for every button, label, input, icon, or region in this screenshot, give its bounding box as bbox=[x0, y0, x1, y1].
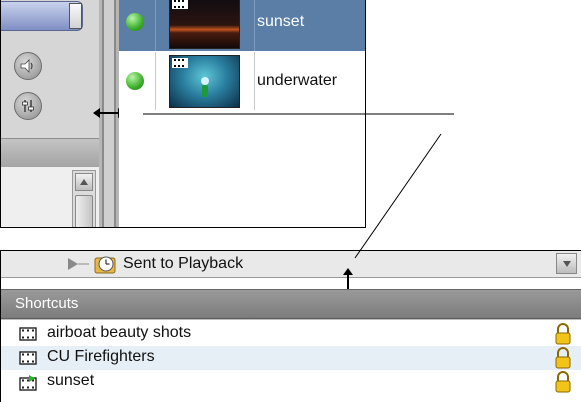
scroll-up-button[interactable] bbox=[75, 173, 93, 191]
slider-knob[interactable] bbox=[69, 3, 82, 29]
clip-row[interactable]: sunset bbox=[119, 0, 365, 51]
clip-name: sunset bbox=[257, 13, 305, 30]
clip-thumbnail bbox=[169, 0, 240, 49]
shortcut-label: CU Firefighters bbox=[47, 348, 155, 365]
speaker-icon bbox=[20, 59, 33, 73]
shortcuts-panel: Sent to Playback Shortcuts airboat beaut… bbox=[0, 250, 581, 402]
film-icon bbox=[19, 351, 37, 365]
shortcuts-list: airboat beauty shots CU Firefighters bbox=[1, 319, 581, 402]
status-online-icon bbox=[126, 13, 144, 31]
film-play-icon bbox=[19, 375, 37, 391]
scroll-down-button[interactable] bbox=[556, 253, 577, 274]
arrow-up-icon bbox=[80, 179, 88, 185]
lock-icon bbox=[555, 323, 571, 345]
left-control-panel bbox=[1, 0, 99, 227]
clip-thumbnail bbox=[169, 55, 240, 108]
shortcuts-header: Shortcuts bbox=[1, 289, 581, 319]
shortcut-label: sunset bbox=[47, 372, 95, 389]
audio-mixer-button[interactable] bbox=[14, 92, 42, 120]
clip-row[interactable]: underwater bbox=[119, 52, 365, 110]
shortcut-item[interactable]: CU Firefighters bbox=[1, 346, 581, 370]
film-icon bbox=[172, 58, 188, 68]
playback-folder-icon bbox=[94, 256, 116, 274]
diver-figure-icon bbox=[201, 77, 209, 97]
arrow-down-icon bbox=[562, 260, 571, 267]
lock-icon bbox=[555, 347, 571, 369]
left-scrollbar[interactable] bbox=[72, 170, 96, 227]
clip-list: sunset underwater bbox=[119, 0, 365, 227]
mixer-icon bbox=[22, 100, 34, 112]
film-icon bbox=[172, 0, 188, 9]
tree-item-label: Sent to Playback bbox=[123, 255, 244, 272]
tree-item-sent-to-playback[interactable]: Sent to Playback bbox=[1, 251, 581, 278]
tree-expand-arrow-icon[interactable] bbox=[67, 256, 89, 272]
shortcuts-title: Shortcuts bbox=[15, 295, 79, 312]
lock-icon bbox=[555, 371, 571, 393]
scroll-thumb[interactable] bbox=[75, 195, 93, 227]
callout-line-diagonal bbox=[354, 133, 442, 259]
shortcut-label: airboat beauty shots bbox=[47, 324, 192, 341]
clip-browser-panel: sunset underwater bbox=[0, 0, 366, 228]
audio-button[interactable] bbox=[14, 52, 42, 80]
shortcut-item[interactable]: airboat beauty shots bbox=[1, 322, 581, 346]
status-online-icon bbox=[126, 72, 144, 90]
film-icon bbox=[19, 327, 37, 341]
shortcut-item[interactable]: sunset bbox=[1, 370, 581, 394]
left-panel-header bbox=[1, 138, 99, 168]
clip-name: underwater bbox=[257, 72, 338, 89]
